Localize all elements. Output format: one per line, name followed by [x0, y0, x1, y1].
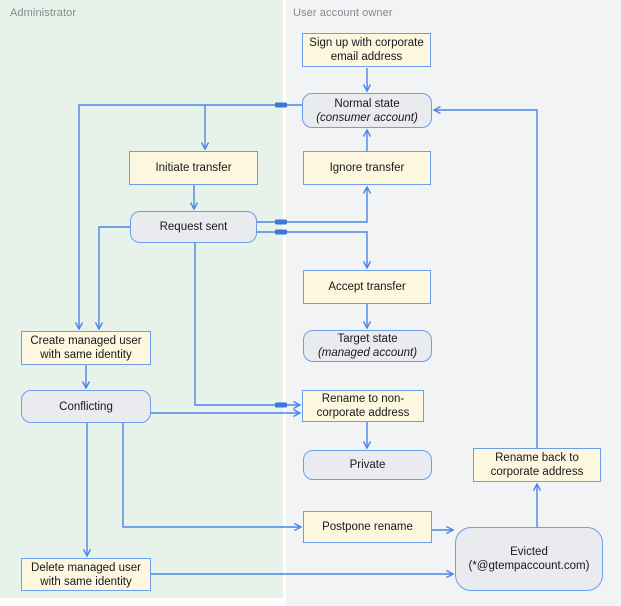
node-label: Accept transfer [328, 281, 406, 293]
node-label: Evicted [510, 546, 548, 558]
node-sublabel: (consumer account) [316, 111, 418, 124]
edge-request-to-accept [257, 231, 372, 270]
node-accept-transfer: Accept transfer [303, 270, 431, 304]
node-label: Rename back to corporate address [490, 452, 584, 478]
edge-request-to-ignore [257, 185, 372, 223]
node-label: Create managed user with same identity [30, 335, 142, 361]
node-label: Target state [337, 333, 398, 345]
line-overlap-mark [275, 102, 287, 108]
lane-label-administrator: Administrator [10, 7, 77, 19]
node-rename-to-non-corporate: Rename to non-corporate address [302, 390, 424, 422]
node-postpone-rename: Postpone rename [303, 511, 432, 543]
lane-label-user-account-owner: User account owner [293, 7, 393, 19]
node-create-managed-user: Create managed user with same identity [21, 331, 151, 365]
edge-normal-to-create [74, 104, 302, 331]
node-private: Private [303, 450, 432, 480]
edge-rename-back-to-normal [432, 105, 538, 448]
line-overlap-mark [275, 219, 287, 225]
edge-request-to-create [94, 226, 130, 331]
node-sublabel: (*@gtempaccount.com) [468, 560, 590, 572]
node-label: Initiate transfer [155, 162, 232, 174]
node-ignore-transfer: Ignore transfer [303, 151, 431, 185]
line-overlap-mark [275, 229, 287, 235]
node-sublabel: (managed account) [317, 347, 418, 359]
node-label: Normal state [334, 97, 400, 110]
node-initiate-transfer: Initiate transfer [129, 151, 258, 185]
node-label: Ignore transfer [329, 162, 405, 174]
node-label: Sign up with corporate email address [309, 37, 424, 63]
line-overlap-mark [275, 402, 287, 408]
node-sign-up-with-corporate-email: Sign up with corporate email address [302, 33, 431, 67]
node-request-sent: Request sent [130, 211, 257, 243]
edge-request-to-rename-non-corporate [194, 243, 302, 410]
node-label: Conflicting [59, 400, 113, 413]
lane-administrator [0, 0, 283, 598]
node-delete-managed-user: Delete managed user with same identity [21, 558, 151, 591]
node-label: Delete managed user with same identity [31, 561, 141, 588]
node-label: Private [349, 459, 386, 471]
node-target-state: Target state (managed account) [303, 330, 432, 362]
node-conflicting: Conflicting [21, 390, 151, 423]
node-label: Rename to non-corporate address [316, 393, 410, 419]
node-label: Request sent [159, 221, 228, 233]
node-label: Postpone rename [322, 521, 413, 533]
node-normal-state: Normal state (consumer account) [302, 93, 432, 128]
node-rename-back-to-corporate: Rename back to corporate address [473, 448, 601, 482]
node-evicted: Evicted (*@gtempaccount.com) [455, 527, 603, 591]
edge-conflicting-to-postpone [122, 423, 303, 532]
